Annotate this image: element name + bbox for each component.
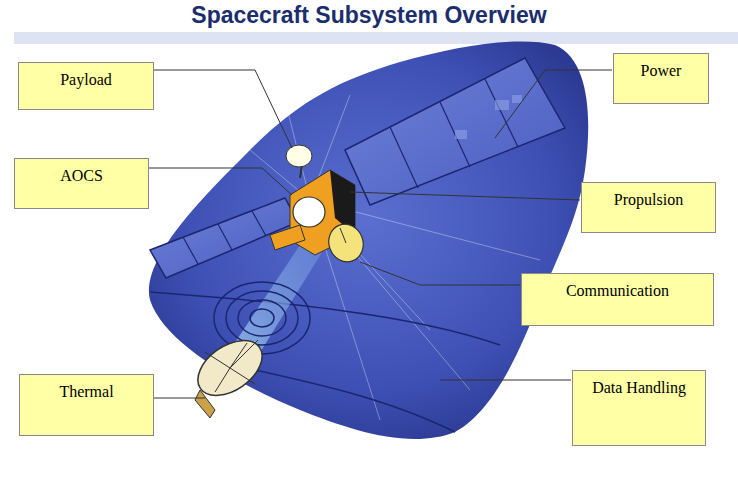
subsystem-label: Thermal bbox=[26, 383, 147, 401]
subsystem-box: Payload bbox=[18, 62, 154, 110]
subsystem-box: Power bbox=[613, 53, 709, 104]
subsystem-label: AOCS bbox=[21, 167, 142, 185]
page-title: Spacecraft Subsystem Overview bbox=[0, 2, 738, 29]
subsystem-label: Communication bbox=[528, 282, 707, 300]
subsystem-label: Payload bbox=[25, 71, 147, 89]
subsystem-label: Propulsion bbox=[588, 191, 709, 209]
solar-panel-right bbox=[345, 58, 565, 205]
subsystem-box: Propulsion bbox=[581, 182, 716, 233]
satellite-body bbox=[270, 145, 368, 267]
subsystem-box: Data Handling bbox=[572, 370, 706, 446]
title-band bbox=[14, 32, 738, 44]
subsystem-label: Power bbox=[620, 62, 702, 80]
leader-lines bbox=[149, 70, 612, 398]
subsystem-box: Thermal bbox=[19, 374, 154, 436]
orbit-curves bbox=[150, 292, 500, 432]
ground-antenna bbox=[188, 329, 272, 418]
subsystem-box: Communication bbox=[521, 273, 714, 326]
subsystem-box: AOCS bbox=[14, 158, 149, 209]
subsystem-label: Data Handling bbox=[579, 379, 699, 397]
